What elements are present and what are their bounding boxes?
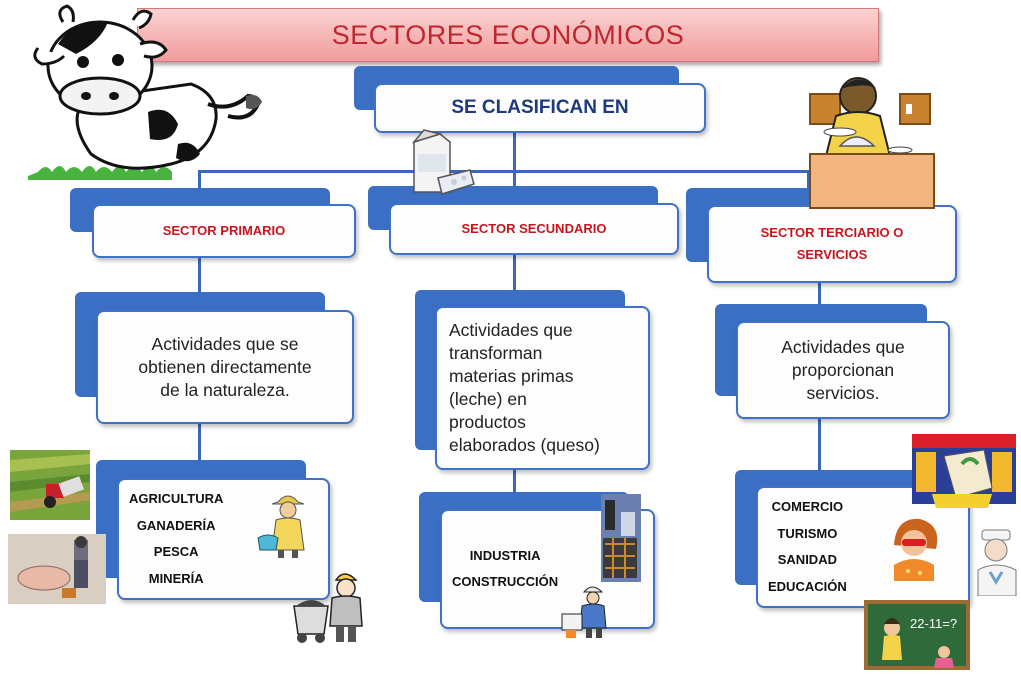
desc-secondary-line6: elaborados (queso)	[449, 435, 600, 455]
factory-icon	[601, 494, 641, 582]
pig-farmer-photo	[8, 534, 106, 604]
root-node: SE CLASIFICAN EN	[374, 83, 706, 133]
sector-tertiary-label-line2: SERVICIOS	[796, 247, 868, 262]
desc-primary-line3: de la naturaleza.	[160, 379, 290, 400]
cow-illustration	[28, 4, 262, 180]
sector-secondary-label: SECTOR SECUNDARIO	[461, 221, 607, 236]
activity-item: GANADERÍA	[136, 517, 216, 533]
construction-worker-clipart	[561, 586, 607, 638]
chalkboard-text: 22-11=?	[910, 616, 957, 631]
connector-secondary-list	[513, 468, 516, 498]
agriculture-photo	[10, 450, 90, 520]
activity-item: COMERCIO	[771, 499, 844, 514]
desc-primary-node: Actividades que se obtienen directamente…	[96, 310, 354, 424]
tourist-woman-icon	[894, 518, 938, 581]
shopkeeper-illustration	[809, 77, 935, 209]
desc-tertiary-line1: Actividades que	[781, 336, 905, 357]
desc-tertiary-line2: proporcionan	[791, 359, 895, 380]
connector-horizontal	[198, 170, 810, 173]
sector-tertiary-label-line1: SECTOR TERCIARIO O	[760, 225, 904, 240]
activity-item: AGRICULTURA	[129, 491, 224, 506]
activity-item: PESCA	[153, 544, 199, 559]
connector-tertiary-list	[818, 418, 821, 470]
activity-item: EDUCACIÓN	[768, 578, 847, 594]
connector-primary-desc	[198, 258, 201, 298]
sector-secondary-node: SECTOR SECUNDARIO	[389, 203, 679, 255]
desc-secondary-line1: Actividades que	[449, 320, 573, 340]
desc-primary-line1: Actividades que se	[151, 333, 299, 354]
connector-primary-list	[198, 422, 201, 472]
sector-tertiary-node: SECTOR TERCIARIO O SERVICIOS	[707, 205, 957, 283]
miner-clipart	[293, 573, 363, 643]
desc-secondary-node: Actividades que transforman materias pri…	[435, 306, 650, 470]
sector-primary-label: SECTOR PRIMARIO	[162, 223, 286, 238]
activity-item: MINERÍA	[148, 570, 204, 586]
activities-primary: AGRICULTURA GANADERÍA PESCA MINERÍA	[129, 486, 223, 592]
desc-secondary-line4: (leche) en	[449, 389, 527, 409]
connector-tertiary-desc	[818, 282, 821, 307]
page-title: SECTORES ECONÓMICOS	[137, 8, 879, 62]
sector-primary-node: SECTOR PRIMARIO	[92, 204, 356, 258]
nurse-icon	[977, 529, 1017, 596]
activities-tertiary: COMERCIO TURISMO SANIDAD EDUCACIÓN	[768, 494, 847, 600]
desc-secondary-line3: materias primas	[449, 366, 574, 386]
activities-secondary: INDUSTRIA CONSTRUCCIÓN	[452, 543, 558, 596]
milk-cheese-icon	[411, 129, 475, 195]
desc-secondary-line2: transforman	[449, 343, 543, 363]
teacher-chalkboard-clipart: 22-11=?	[864, 600, 970, 670]
activity-item: CONSTRUCCIÓN	[452, 574, 559, 589]
connector-root-down	[513, 132, 516, 172]
activity-item: INDUSTRIA	[469, 547, 541, 563]
farmer-woman-clipart	[257, 495, 305, 558]
activity-item: TURISMO	[777, 525, 838, 541]
supermarket-icon	[912, 434, 1016, 508]
root-node-label: SE CLASIFICAN EN	[451, 97, 629, 118]
activity-item: SANIDAD	[777, 552, 837, 567]
desc-primary-line2: obtienen directamente	[138, 356, 312, 377]
desc-tertiary-line3: servicios.	[806, 382, 880, 403]
desc-secondary-line5: productos	[449, 412, 526, 432]
connector-secondary-desc	[513, 252, 516, 294]
desc-tertiary-node: Actividades que proporcionan servicios.	[736, 321, 950, 419]
